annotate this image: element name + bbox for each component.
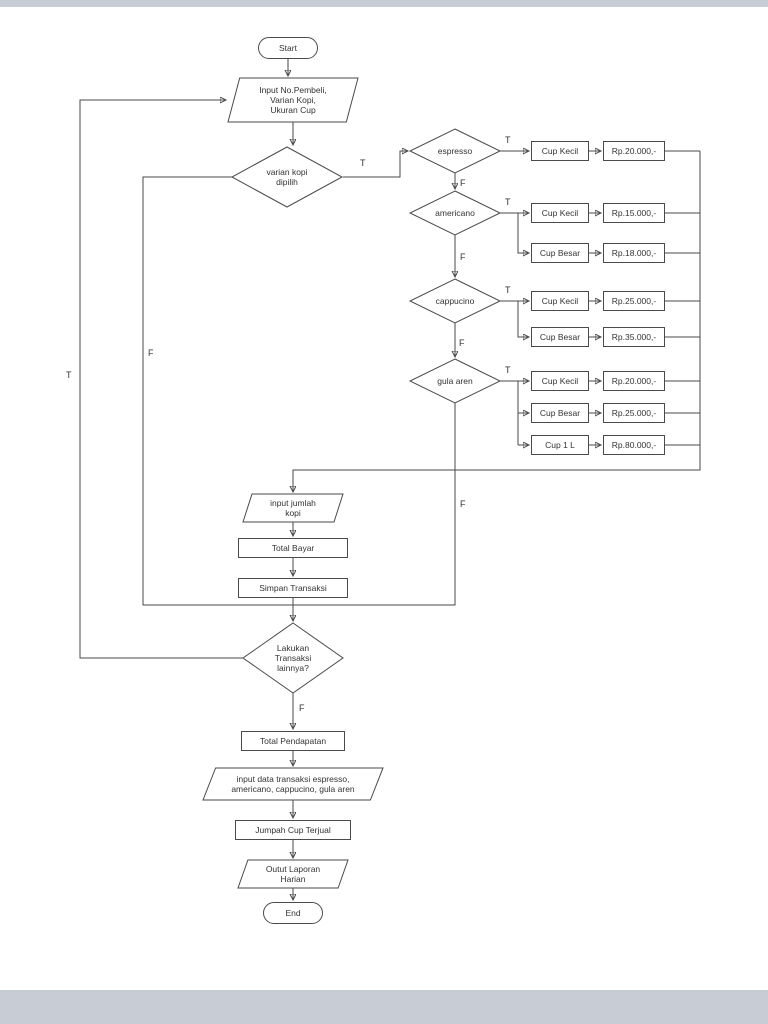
edge-label-varian-f: F xyxy=(148,348,154,358)
node-ame-cup-besar: Cup Besar xyxy=(531,243,589,263)
node-input-jumlah: input jumlah kopi xyxy=(243,494,343,522)
node-end: End xyxy=(263,902,323,924)
node-gula-harga-kecil-label: Rp.20.000,- xyxy=(611,375,657,386)
node-americano-label: americano xyxy=(435,207,475,218)
node-simpan-transaksi: Simpan Transaksi xyxy=(238,578,348,598)
node-simpan-transaksi-label: Simpan Transaksi xyxy=(259,582,327,593)
node-esp-cup-kecil: Cup Kecil xyxy=(531,141,589,161)
paper-sheet xyxy=(0,7,768,990)
node-varian-kopi: varian kopi dipilih xyxy=(232,147,342,207)
node-gula-cup-kecil: Cup Kecil xyxy=(531,371,589,391)
node-jumlah-cup-terjual-label: Jumpah Cup Terjual xyxy=(255,824,331,835)
node-output-laporan: Outut Laporan Harian xyxy=(238,860,348,888)
node-cappucino: cappucino xyxy=(410,279,500,323)
parallelogram-shape xyxy=(228,78,358,122)
node-esp-cup-kecil-label: Cup Kecil xyxy=(541,145,579,156)
node-gula-harga-kecil: Rp.20.000,- xyxy=(603,371,665,391)
node-cap-harga-kecil-label: Rp.25.000,- xyxy=(611,295,657,306)
arrow-paths xyxy=(79,59,701,900)
node-gula-cup-besar: Cup Besar xyxy=(531,403,589,423)
node-cap-harga-besar: Rp.35.000,- xyxy=(603,327,665,347)
node-cap-cup-kecil: Cup Kecil xyxy=(531,291,589,311)
diamond-shape xyxy=(410,359,500,403)
diamond-shape xyxy=(243,623,343,693)
node-start: Start xyxy=(258,37,318,59)
node-gula-aren-label: gula aren xyxy=(437,375,473,386)
edge-label-lakukan-t: T xyxy=(66,370,72,380)
node-output-laporan-label: Outut Laporan Harian xyxy=(265,863,321,884)
diamond-shape xyxy=(232,147,342,207)
node-gula-cup-besar-label: Cup Besar xyxy=(539,407,581,418)
node-gula-cup-1l-label: Cup 1 L xyxy=(545,439,575,450)
node-ame-harga-kecil: Rp.15.000,- xyxy=(603,203,665,223)
node-cap-cup-besar: Cup Besar xyxy=(531,327,589,347)
node-ame-harga-besar-label: Rp.18.000,- xyxy=(611,247,657,258)
node-varian-kopi-label: varian kopi dipilih xyxy=(266,166,308,187)
node-gula-harga-1l: Rp.80.000,- xyxy=(603,435,665,455)
node-gula-harga-besar-label: Rp.25.000,- xyxy=(611,407,657,418)
diamond-shape xyxy=(410,279,500,323)
edge-label-cappucino-f: F xyxy=(459,338,465,348)
node-cap-harga-besar-label: Rp.35.000,- xyxy=(611,331,657,342)
node-ame-cup-kecil: Cup Kecil xyxy=(531,203,589,223)
node-input-data-transaksi: input data transaksi espresso, americano… xyxy=(203,768,383,800)
node-cappucino-label: cappucino xyxy=(435,295,475,306)
node-ame-cup-kecil-label: Cup Kecil xyxy=(541,207,579,218)
diamond-shape xyxy=(410,191,500,235)
node-gula-harga-besar: Rp.25.000,- xyxy=(603,403,665,423)
node-ame-harga-kecil-label: Rp.15.000,- xyxy=(611,207,657,218)
node-input-pembeli-label: Input No.Pembeli, Varian Kopi, Ukuran Cu… xyxy=(259,84,327,116)
edge-label-espresso-f: F xyxy=(460,178,466,188)
node-cap-cup-besar-label: Cup Besar xyxy=(539,331,581,342)
node-lakukan-transaksi: Lakukan Transaksi lainnya? xyxy=(243,623,343,693)
parallelogram-shape xyxy=(238,860,348,888)
edge-label-americano-f: F xyxy=(460,252,466,262)
node-espresso: espresso xyxy=(410,129,500,173)
parallelogram-shape xyxy=(243,494,343,522)
node-gula-aren: gula aren xyxy=(410,359,500,403)
node-lakukan-transaksi-label: Lakukan Transaksi lainnya? xyxy=(274,642,312,674)
node-total-bayar: Total Bayar xyxy=(238,538,348,558)
node-ame-harga-besar: Rp.18.000,- xyxy=(603,243,665,263)
node-start-label: Start xyxy=(279,42,297,53)
node-jumlah-cup-terjual: Jumpah Cup Terjual xyxy=(235,820,351,840)
edge-label-americano-t: T xyxy=(505,197,511,207)
node-input-jumlah-label: input jumlah kopi xyxy=(270,497,316,518)
node-input-data-transaksi-label: input data transaksi espresso, americano… xyxy=(231,773,355,794)
edge-label-espresso-t: T xyxy=(505,135,511,145)
edge-label-varian-t: T xyxy=(360,158,366,168)
node-esp-harga-kecil: Rp.20.000,- xyxy=(603,141,665,161)
node-esp-harga-kecil-label: Rp.20.000,- xyxy=(611,145,657,156)
node-gula-cup-1l: Cup 1 L xyxy=(531,435,589,455)
node-cap-cup-kecil-label: Cup Kecil xyxy=(541,295,579,306)
node-total-pendapatan: Total Pendapatan xyxy=(241,731,345,751)
edge-label-gula-f: F xyxy=(460,499,466,509)
edge-label-gula-t: T xyxy=(505,365,511,375)
node-espresso-label: espresso xyxy=(437,145,473,156)
node-total-bayar-label: Total Bayar xyxy=(271,542,315,553)
node-input-pembeli: Input No.Pembeli, Varian Kopi, Ukuran Cu… xyxy=(228,78,358,122)
node-end-label: End xyxy=(285,907,301,918)
node-total-pendapatan-label: Total Pendapatan xyxy=(259,735,327,746)
parallelogram-shape xyxy=(203,768,383,800)
node-cap-harga-kecil: Rp.25.000,- xyxy=(603,291,665,311)
node-ame-cup-besar-label: Cup Besar xyxy=(539,247,581,258)
edge-label-cappucino-t: T xyxy=(505,285,511,295)
edge-label-lakukan-f: F xyxy=(299,703,305,713)
node-americano: americano xyxy=(410,191,500,235)
node-gula-cup-kecil-label: Cup Kecil xyxy=(541,375,579,386)
diamond-shape xyxy=(410,129,500,173)
node-gula-harga-1l-label: Rp.80.000,- xyxy=(611,439,657,450)
